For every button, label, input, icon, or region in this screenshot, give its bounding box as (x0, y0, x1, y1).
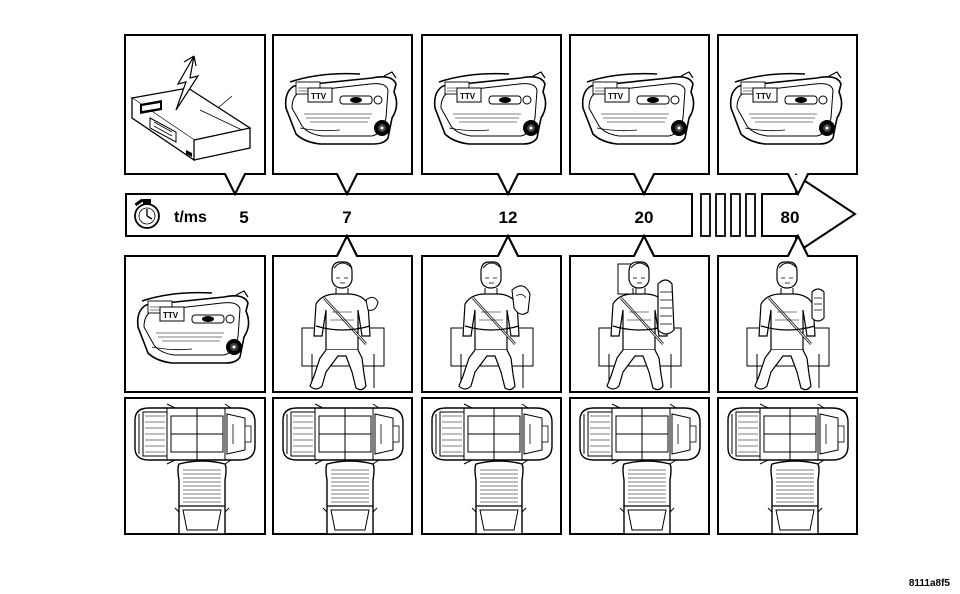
middle-panel-3 (421, 233, 562, 393)
middle-panel-4 (569, 233, 710, 393)
door-trim-panel-icon (581, 71, 695, 145)
door-trim-panel-icon (729, 71, 843, 145)
seated-occupant-airbag-icon (597, 260, 683, 391)
seated-occupant-airbag-icon (745, 260, 831, 391)
door-trim-panel-icon (136, 290, 250, 364)
time-label-1: 5 (239, 208, 248, 227)
bottom-panel-4 (569, 397, 710, 535)
time-label-5: 80 (781, 208, 800, 227)
middle-panel-2 (272, 233, 413, 393)
top-panel-3 (421, 34, 562, 197)
time-label-4: 20 (635, 208, 654, 227)
seated-occupant-airbag-icon (449, 260, 535, 391)
bottom-panel-5 (717, 397, 858, 535)
top-panel-5 (717, 34, 858, 197)
seated-occupant-airbag-icon (300, 260, 386, 391)
bottom-panel-3 (421, 397, 562, 535)
bottom-panel-1 (124, 397, 266, 535)
time-label-2: 7 (342, 208, 351, 227)
top-panel-2 (272, 34, 413, 197)
door-trim-panel-icon (433, 71, 547, 145)
middle-panel-1 (124, 255, 266, 393)
figure-reference-code: 8111a8f5 (909, 578, 951, 589)
time-unit-label: t/ms (174, 209, 207, 226)
bottom-panel-2 (272, 397, 413, 535)
middle-panel-5 (717, 233, 858, 393)
door-trim-panel-icon (284, 71, 398, 145)
top-panel-1 (124, 34, 266, 197)
time-label-3: 12 (499, 208, 518, 227)
crash-sensor-module-icon (130, 55, 252, 162)
top-panel-4 (569, 34, 710, 197)
